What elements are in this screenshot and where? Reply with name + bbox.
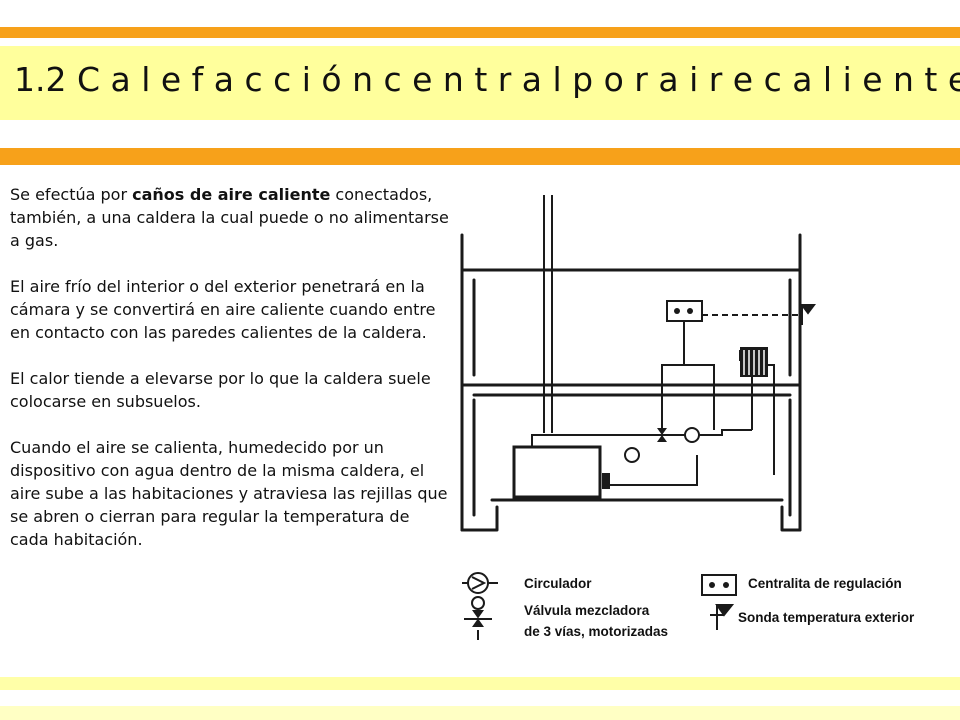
circulator-icon-2 — [684, 427, 700, 443]
title-band — [0, 46, 960, 120]
bottom-yellow-band-1 — [0, 677, 960, 690]
paragraph-1-start: Se efectúa por — [10, 185, 133, 204]
paragraph-1: Se efectúa por caños de aire caliente co… — [10, 183, 452, 252]
paragraph-1-bold: caños de aire caliente — [132, 185, 331, 204]
body-text: Se efectúa por caños de aire caliente co… — [10, 183, 452, 574]
boiler-flue — [531, 434, 582, 447]
legend-circulador: Circulador — [524, 576, 592, 591]
riser-pipe — [661, 364, 715, 430]
paragraph-4: Cuando el aire se calienta, humedecido p… — [10, 438, 448, 549]
outdoor-sensor-icon — [800, 304, 816, 325]
top-orange-band — [0, 27, 960, 38]
bottom-yellow-band-2 — [0, 706, 960, 720]
legend-valvula-line1: Válvula mezcladora — [524, 603, 650, 618]
separator-orange-band — [0, 148, 960, 165]
legend-centralita: Centralita de regulación — [748, 576, 902, 591]
paragraph-3: El calor tiende a elevarse por lo que la… — [10, 369, 431, 411]
radiator-pipe-2 — [767, 364, 775, 475]
page-title: 1.2 C a l e f a c c i ó n c e n t r a l … — [14, 60, 960, 99]
legend-valvula-line2: de 3 vías, motorizadas — [524, 624, 668, 639]
diagram-legend: Circulador Válvula mezcladora de 3 vías,… — [462, 572, 915, 640]
paragraph-1-end: conectados, también, a una caldera la cu… — [10, 185, 449, 250]
boiler — [512, 445, 602, 499]
return-pipe — [602, 455, 698, 486]
legend-controller-icon — [701, 574, 737, 596]
heating-diagram: Circulador Válvula mezcladora de 3 vías,… — [460, 195, 915, 640]
legend-sensor-icon — [710, 604, 735, 630]
chimney — [543, 195, 553, 433]
regulation-controller — [666, 300, 703, 322]
mixing-valve-icon — [657, 428, 667, 442]
paragraph-2: El aire frío del interior o del exterior… — [10, 277, 436, 342]
legend-sonda: Sonda temperatura exterior — [738, 610, 915, 625]
boiler-burner — [602, 473, 610, 489]
supply-pipe — [562, 429, 752, 436]
circulator-icon — [624, 447, 640, 463]
ground-line — [460, 505, 802, 532]
